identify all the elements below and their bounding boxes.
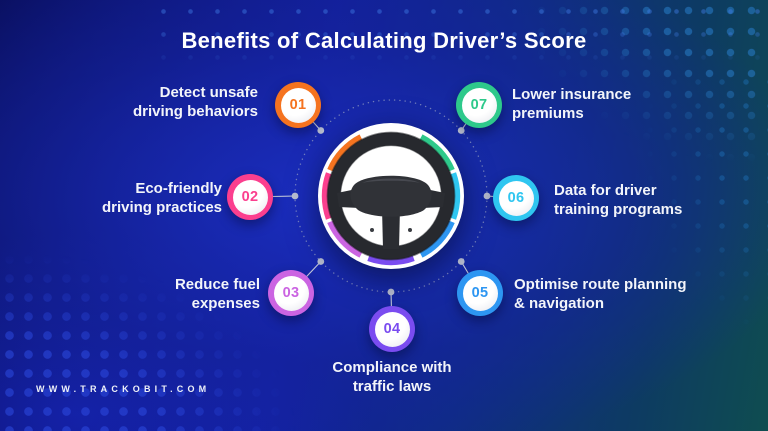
benefit-label-02: Eco-friendly driving practices	[101, 180, 222, 216]
benefit-badge-05: 05	[457, 270, 503, 316]
benefit-badge-01: 01	[275, 82, 321, 128]
badge-number: 03	[282, 285, 300, 301]
benefit-badge-04: 04	[369, 306, 415, 352]
badge-number: 02	[241, 189, 259, 205]
benefit-label-07: Lower insurance premiums	[512, 86, 632, 122]
badge-face: 02	[232, 179, 268, 215]
benefit-label-04: Compliance with traffic laws	[332, 359, 452, 395]
badge-face: 05	[462, 275, 498, 311]
benefit-badge-07: 07	[456, 82, 502, 128]
benefit-label-03: Reduce fuel expenses	[174, 276, 260, 312]
website-url: WWW.TRACKOBIT.COM	[36, 384, 211, 394]
steering-wheel-icon	[326, 131, 456, 261]
badge-face: 06	[498, 180, 534, 216]
benefit-label-06: Data for driver training programs	[554, 182, 683, 218]
benefit-label-01: Detect unsafe driving behaviors	[132, 84, 258, 120]
benefit-badge-03: 03	[268, 270, 314, 316]
badge-face: 03	[273, 275, 309, 311]
orbit-nodes	[291, 127, 491, 296]
badge-number: 07	[470, 97, 488, 113]
benefit-label-05: Optimise route planning & navigation	[514, 276, 687, 312]
badge-face: 01	[280, 87, 316, 123]
badge-number: 05	[471, 285, 489, 301]
badge-number: 01	[289, 97, 307, 113]
badge-number: 04	[383, 321, 401, 337]
benefit-badge-06: 06	[493, 175, 539, 221]
badge-face: 07	[461, 87, 497, 123]
badge-face: 04	[374, 311, 410, 347]
page-title: Benefits of Calculating Driver’s Score	[181, 28, 587, 53]
badge-number: 06	[507, 190, 525, 206]
benefit-badge-02: 02	[227, 174, 273, 220]
